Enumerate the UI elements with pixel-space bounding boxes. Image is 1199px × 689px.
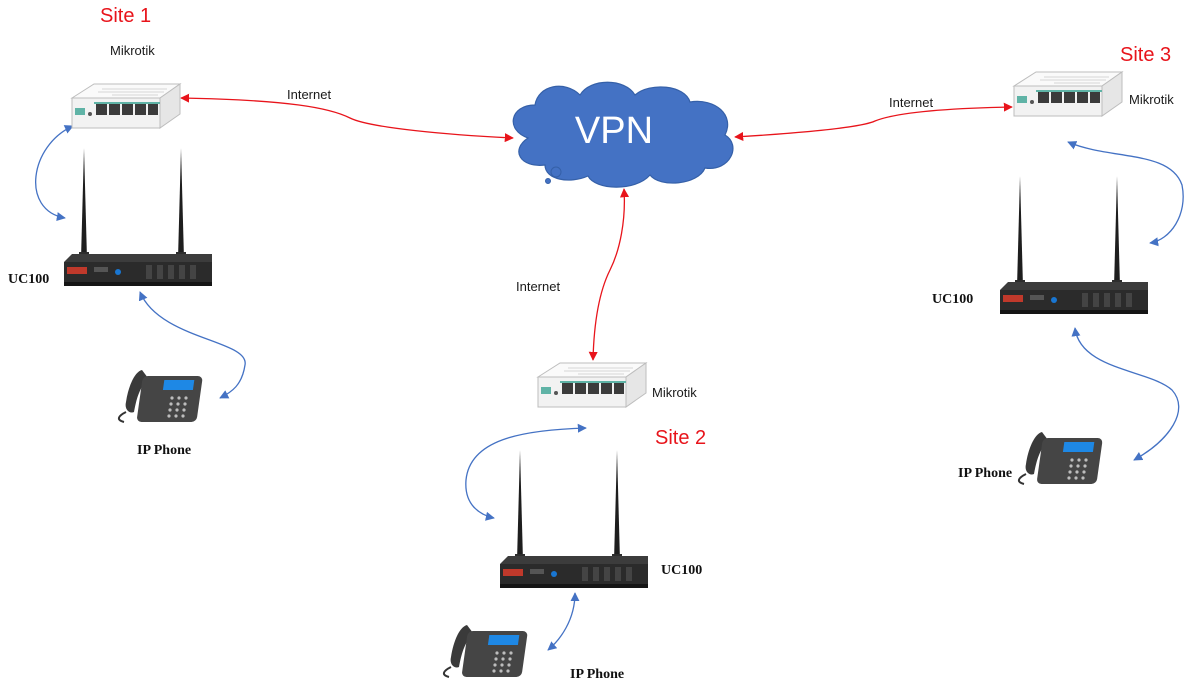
pbx-label: UC100	[932, 292, 973, 307]
internet-link-site2	[588, 188, 630, 361]
lan-link-site2-pbx-phone	[547, 592, 580, 651]
pbx-label: UC100	[8, 272, 49, 287]
site-title: Site 2	[655, 427, 706, 449]
internet-link-site3	[734, 102, 1013, 142]
lan-link-site2-router-pbx	[465, 423, 587, 521]
ip-phone-icon	[442, 624, 529, 678]
ip-phone-icon	[1017, 431, 1104, 485]
internet-label: Internet	[287, 87, 331, 102]
router-icon	[71, 83, 181, 129]
lan-link-site1-pbx-phone	[138, 291, 246, 399]
internet-label: Internet	[516, 279, 560, 294]
router-label: Mikrotik	[652, 385, 697, 400]
router-icon	[1013, 71, 1123, 117]
ip-phone-icon	[117, 369, 204, 423]
cloud-icon	[512, 81, 734, 188]
phone-label: IP Phone	[570, 667, 624, 682]
lan-link-site1-router-pbx	[35, 125, 74, 222]
phone-label: IP Phone	[137, 443, 191, 458]
phone-label: IP Phone	[958, 466, 1012, 481]
vpn-cloud: VPN	[512, 81, 734, 188]
internet-label: Internet	[889, 95, 933, 110]
pbx-device-icon	[64, 148, 212, 286]
site-1: Site 1 Mikrotik Internet UC100 IP Phone	[8, 5, 331, 458]
pbx-device-icon	[500, 450, 648, 588]
lan-link-site3-pbx-phone	[1071, 327, 1180, 461]
site-title: Site 1	[100, 5, 151, 27]
site-3: Site 3 Internet Mikrotik UC100 IP Phone	[889, 44, 1174, 485]
site-2: Internet Mikrotik Site 2 UC100 IP Phone	[442, 279, 706, 682]
router-label: Mikrotik	[1129, 92, 1174, 107]
router-icon	[537, 362, 647, 408]
internet-link-site1	[180, 93, 514, 143]
vpn-label: VPN	[575, 110, 653, 152]
router-label: Mikrotik	[110, 43, 155, 58]
pbx-device-icon	[1000, 176, 1148, 314]
pbx-label: UC100	[661, 563, 702, 578]
site-title: Site 3	[1120, 44, 1171, 66]
lan-link-site3-router-pbx	[1067, 141, 1184, 247]
